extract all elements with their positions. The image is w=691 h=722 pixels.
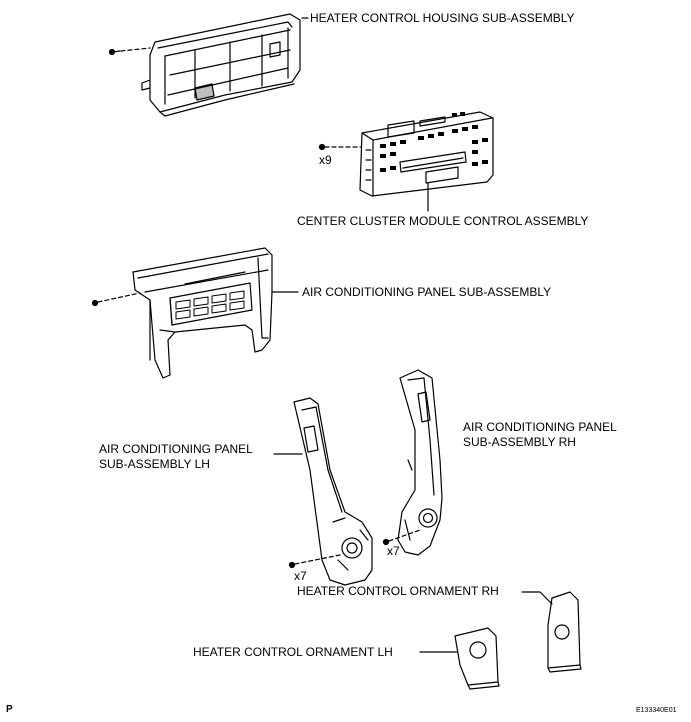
housing-label: HEATER CONTROL HOUSING SUB-ASSEMBLY: [310, 11, 575, 25]
ornament-lh-label: HEATER CONTROL ORNAMENT LH: [193, 645, 393, 659]
ac-panel-lh-label-line2: SUB-ASSEMBLY LH: [99, 457, 210, 471]
cluster-screw-quantity: x9: [319, 153, 332, 167]
ac-panel-rh-part: [397, 369, 443, 556]
lh-screw-quantity: x7: [294, 569, 307, 583]
ac-panel-buttons: [175, 290, 245, 320]
ac-panel-lh-label-line1: AIR CONDITIONING PANEL: [99, 442, 253, 456]
corner-mark: P: [6, 704, 13, 715]
center-cluster-module-part: [359, 111, 494, 197]
heater-control-ornament-rh-part: [547, 591, 582, 673]
cluster-label: CENTER CLUSTER MODULE CONTROL ASSEMBLY: [297, 214, 589, 228]
heater-control-housing-part: [141, 13, 301, 117]
ac-panel-lh-part: [293, 397, 373, 586]
ornament-rh-label: HEATER CONTROL ORNAMENT RH: [297, 584, 499, 598]
ac-panel-rh-label-line2: SUB-ASSEMBLY RH: [463, 435, 576, 449]
figure-id: E133340E01: [636, 707, 677, 714]
ornament-rh-leader-line: [521, 591, 553, 605]
heater-control-ornament-lh-part: [454, 627, 500, 690]
rh-screw-quantity: x7: [387, 544, 400, 558]
cluster-buttons: [380, 112, 488, 172]
ac-panel-part: [132, 247, 273, 379]
ac-panel-label: AIR CONDITIONING PANEL SUB-ASSEMBLY: [302, 285, 552, 299]
ac-panel-rh-label-line1: AIR CONDITIONING PANEL: [463, 420, 617, 434]
